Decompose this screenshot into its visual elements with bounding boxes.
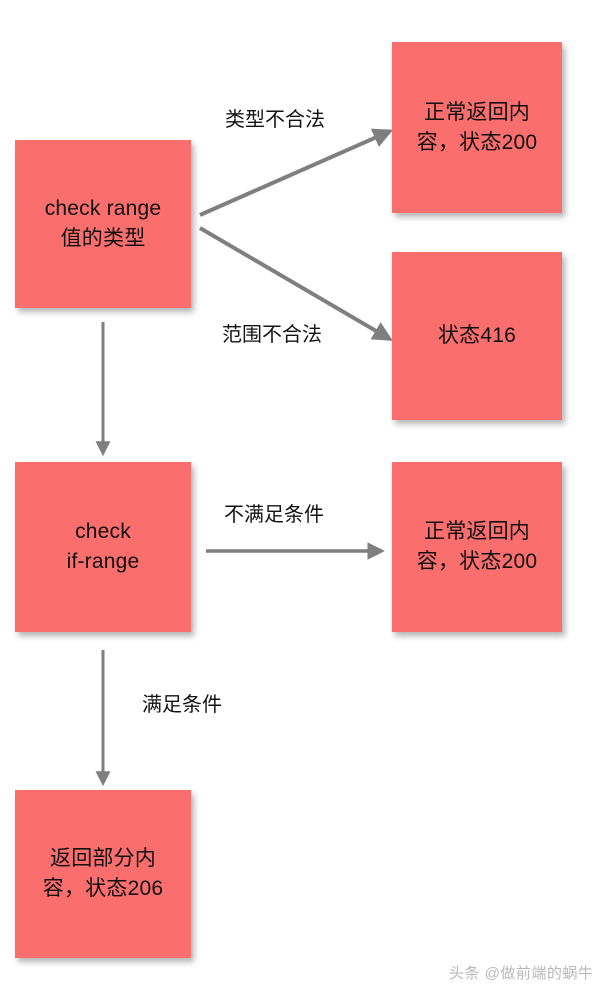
edge-range-invalid-line — [198, 226, 393, 341]
node-check-range-type[interactable]: check range 值的类型 — [15, 140, 191, 308]
node-check-range-type-label: check range 值的类型 — [44, 197, 162, 250]
node-check-if-range[interactable]: check if-range — [15, 462, 191, 632]
watermark: 头条 @做前端的蜗牛 — [449, 965, 594, 982]
edge-label-range-invalid: 范围不合法 — [222, 324, 322, 346]
edge-label-condition-met: 满足条件 — [142, 694, 222, 716]
edge-label-condition-unmet: 不满足条件 — [224, 504, 324, 526]
node-status-416-label: 状态416 — [437, 324, 517, 348]
edge-type-invalid-line — [199, 128, 394, 217]
edge-label-type-invalid: 类型不合法 — [225, 109, 325, 131]
node-partial-return-206-label: 返回部分内 容，状态206 — [42, 847, 164, 900]
node-normal-return-200-mid[interactable]: 正常返回内 容，状态200 — [392, 462, 562, 632]
node-check-if-range-label: check if-range — [66, 520, 140, 573]
node-status-416[interactable]: 状态416 — [392, 252, 562, 420]
node-partial-return-206[interactable]: 返回部分内 容，状态206 — [15, 790, 191, 958]
node-normal-return-200-mid-label: 正常返回内 容，状态200 — [416, 520, 538, 573]
node-normal-return-200-top-label: 正常返回内 容，状态200 — [416, 100, 538, 154]
node-normal-return-200-top[interactable]: 正常返回内 容，状态200 — [392, 42, 562, 213]
